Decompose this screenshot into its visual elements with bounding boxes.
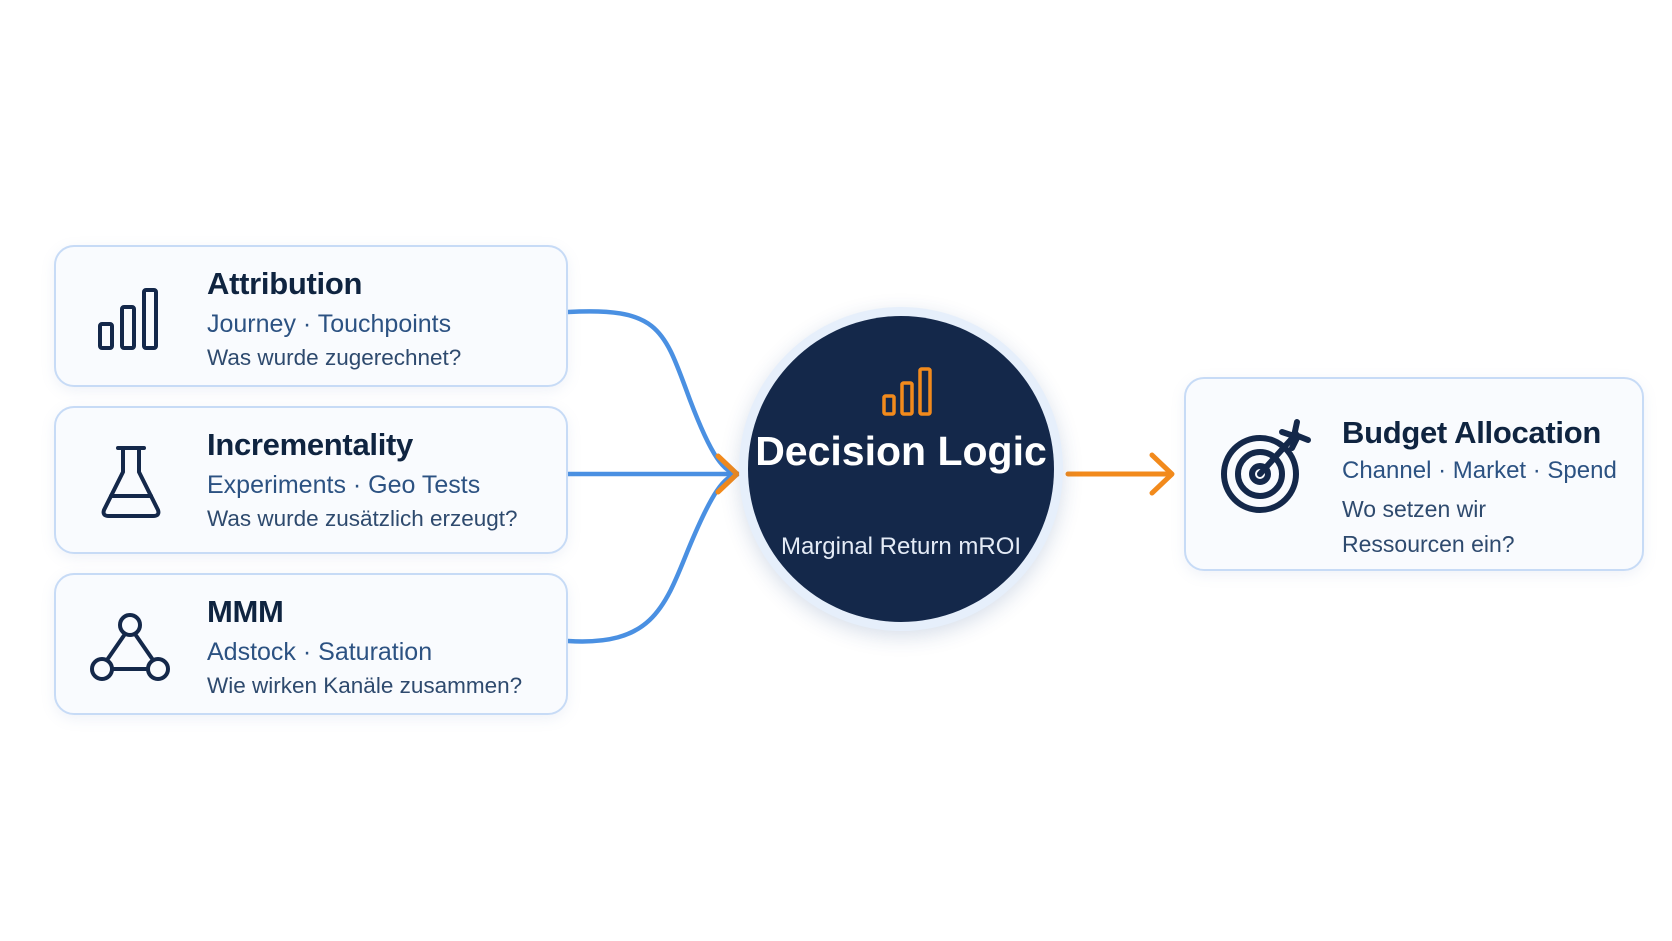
card-subtitle: Adstock · Saturation [207, 638, 433, 666]
card-question: Was wurde zusätzlich erzeugt? [207, 506, 518, 531]
connector-attribution [565, 309, 741, 477]
card-title: Budget Allocation [1342, 415, 1601, 450]
card-title: Attribution [207, 266, 363, 301]
hub-circle: Decision Logic Marginal Return mROI [748, 316, 1054, 622]
hub-title: Decision Logic [755, 428, 1047, 474]
card-subtitle: Experiments · Geo Tests [207, 471, 481, 499]
connector-mmm [565, 471, 741, 644]
card-title: MMM [207, 594, 284, 629]
card-title: Incrementality [207, 427, 413, 462]
output-arrowhead [1149, 452, 1175, 496]
network-icon [90, 611, 170, 688]
bar-chart-icon [96, 283, 166, 358]
card-question: Was wurde zugerechnet? [207, 345, 462, 370]
decision-logic-hub: Decision Logic Marginal Return mROI [739, 307, 1063, 631]
card-question: Wo setzen wir Ressourcen ein? [1342, 496, 1515, 557]
output-card-budget-allocation: Budget Allocation Channel · Market · Spe… [1184, 377, 1644, 571]
input-card-incrementality: Incrementality Experiments · Geo Tests W… [54, 406, 568, 554]
input-card-mmm: MMM Adstock · Saturation Wie wirken Kanä… [54, 573, 568, 715]
hub-subtitle: Marginal Return mROI [780, 533, 1022, 560]
card-subtitle: Channel · Market · Spend [1342, 457, 1617, 484]
bar-chart-icon [881, 366, 935, 423]
input-arrowhead [715, 453, 740, 495]
card-question: Wie wirken Kanäle zusammen? [207, 673, 523, 698]
card-subtitle: Journey · Touchpoints [207, 310, 452, 338]
flask-icon [98, 444, 164, 525]
target-icon [1220, 418, 1312, 523]
input-card-attribution: Attribution Journey · Touchpoints Was wu… [54, 245, 568, 387]
